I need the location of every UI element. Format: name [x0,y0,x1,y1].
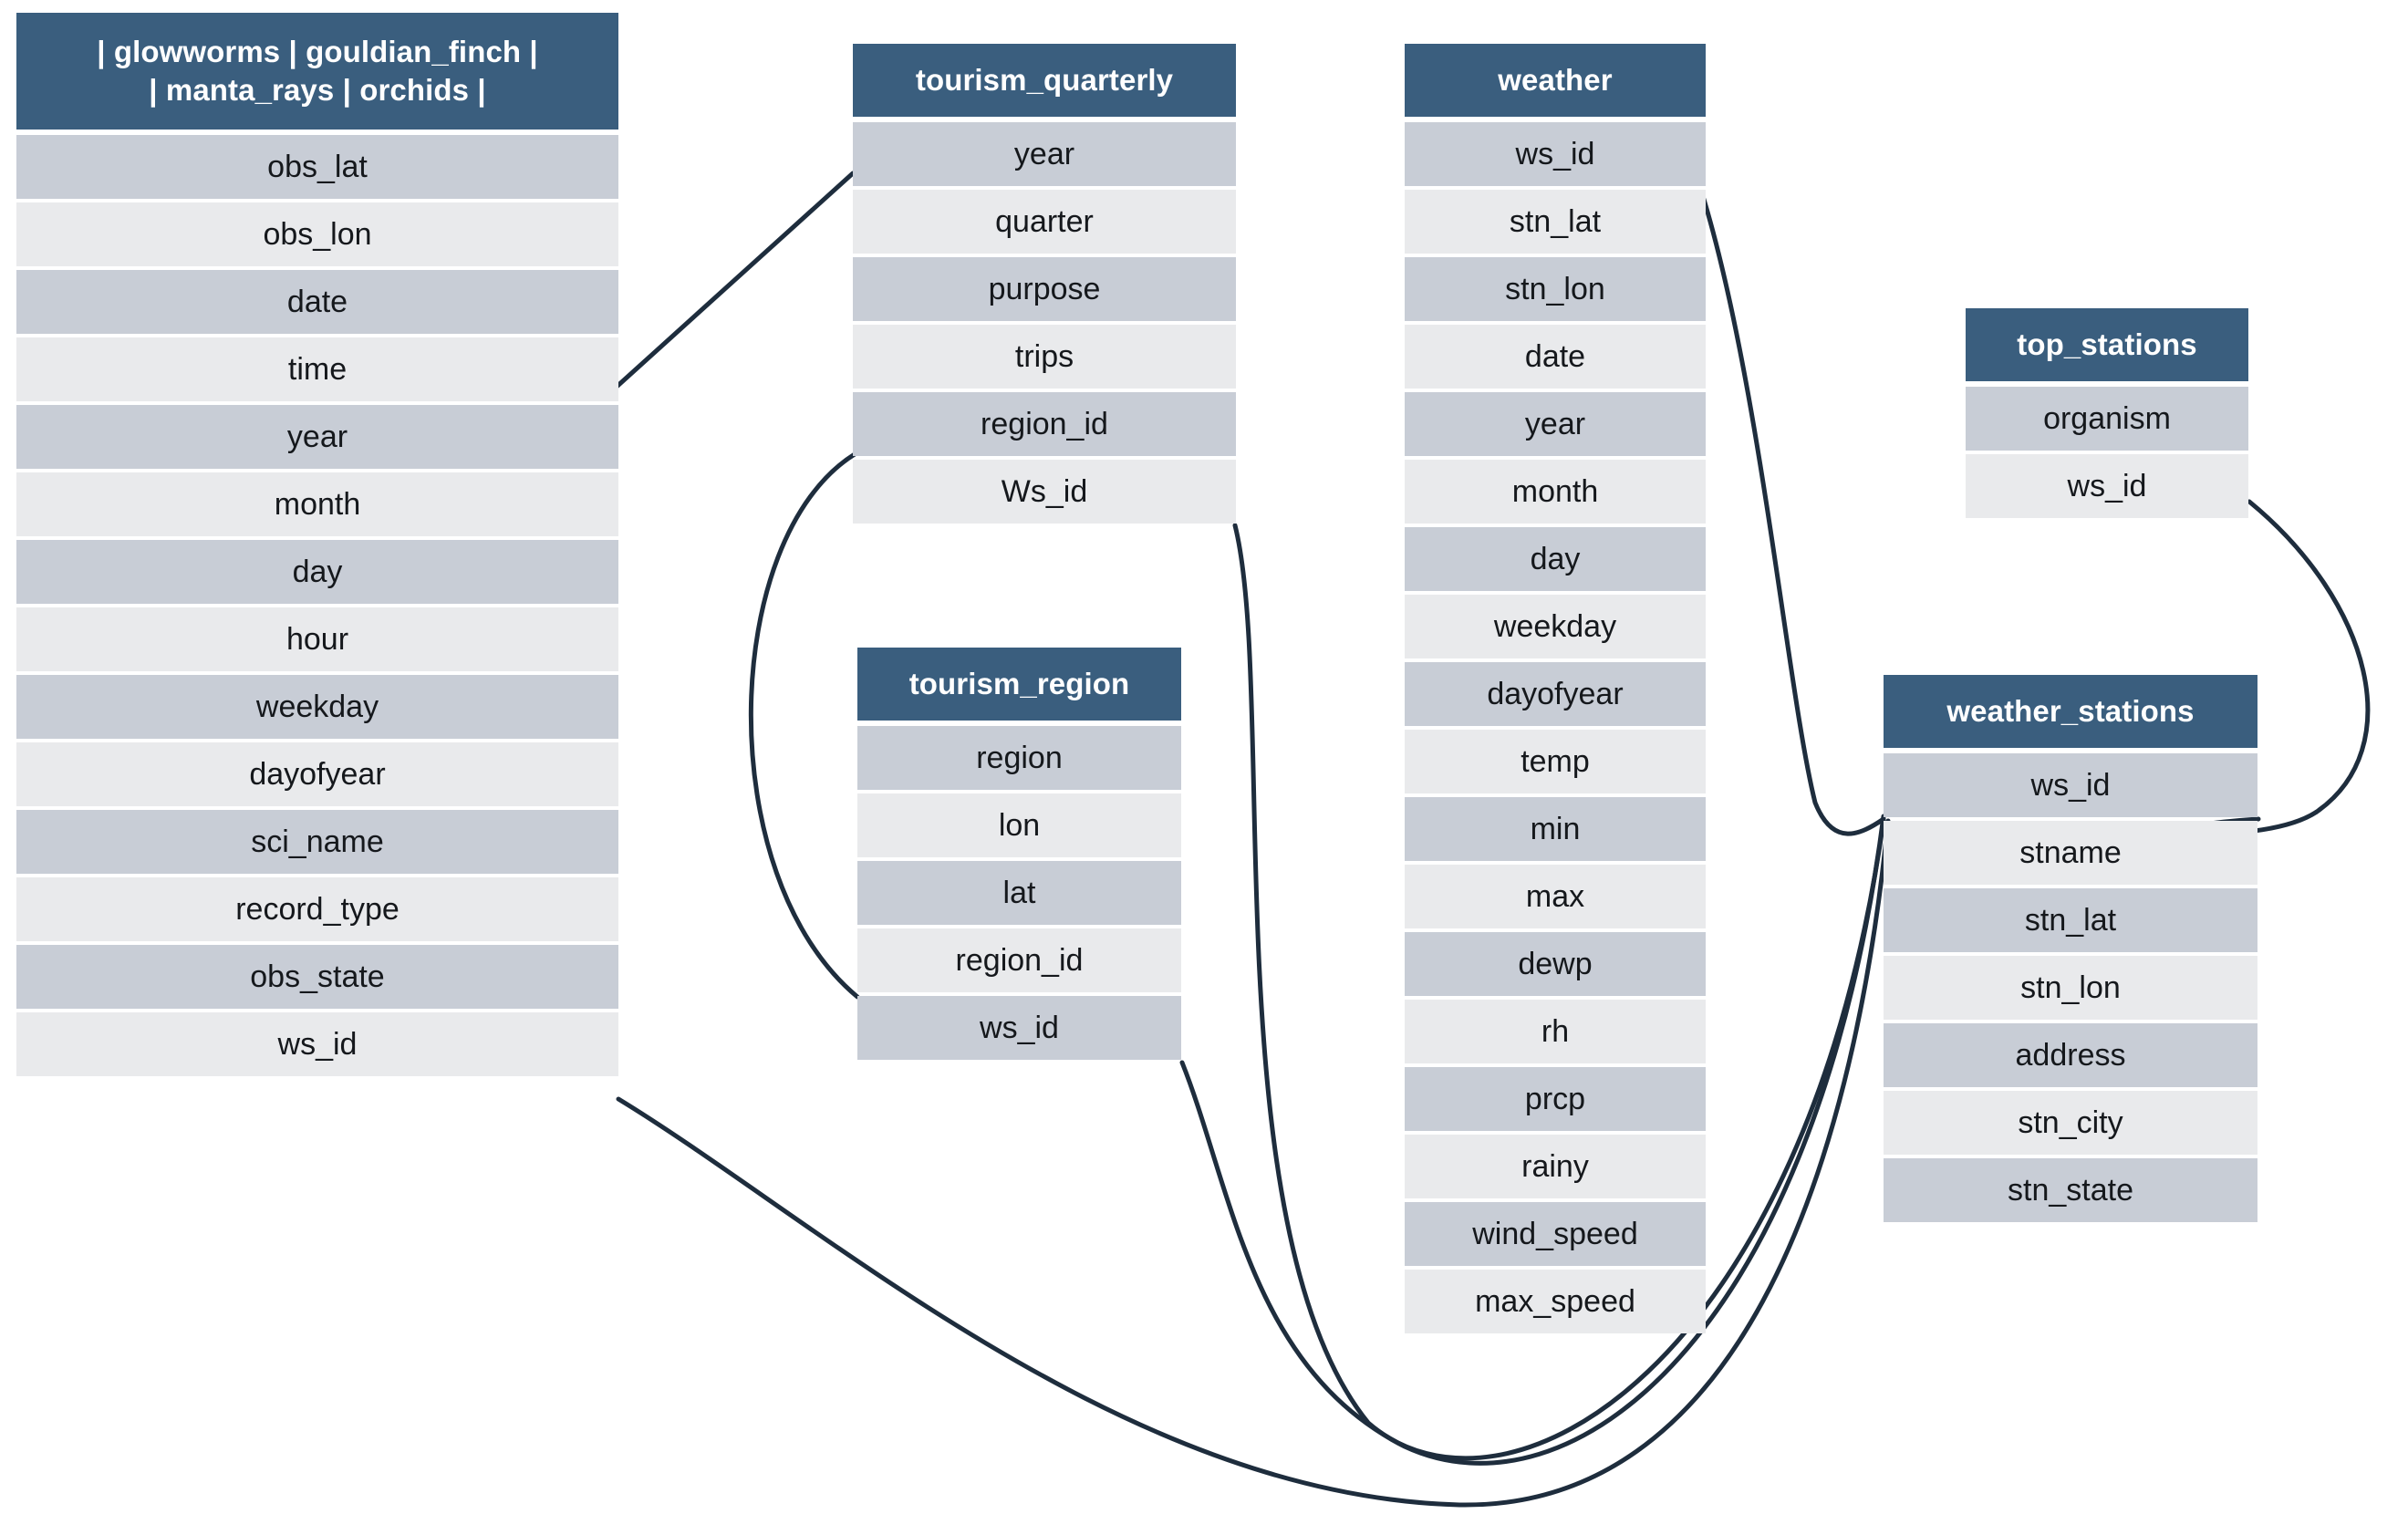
field-row[interactable]: stn_lon [1884,956,2258,1020]
field-row[interactable]: stn_lat [1405,190,1706,254]
field-row[interactable]: dayofyear [16,742,618,806]
field-row[interactable]: ws_id [857,996,1181,1060]
field-row[interactable]: purpose [853,257,1236,321]
field-row[interactable]: year [16,405,618,469]
field-row[interactable]: obs_lon [16,202,618,266]
field-row[interactable]: Ws_id [853,460,1236,524]
field-row[interactable]: stn_lon [1405,257,1706,321]
field-row[interactable]: year [853,122,1236,186]
field-row[interactable]: date [1405,325,1706,389]
field-row[interactable]: min [1405,797,1706,861]
entity-observations-fields: obs_lat obs_lon date time year month day… [16,135,618,1076]
field-row[interactable]: ws_id [1405,122,1706,186]
field-row[interactable]: dewp [1405,932,1706,996]
entity-top-stations-title: top_stations [1966,308,2248,381]
entity-weather-stations-fields: ws_id stname stn_lat stn_lon address stn… [1884,753,2258,1222]
field-row[interactable]: obs_state [16,945,618,1009]
field-row[interactable]: date [16,270,618,334]
entity-tourism-quarterly-fields: year quarter purpose trips region_id Ws_… [853,122,1236,524]
field-row[interactable]: month [1405,460,1706,524]
field-row[interactable]: sci_name [16,810,618,874]
field-row[interactable]: region_id [857,928,1181,992]
field-row[interactable]: ws_id [1966,454,2248,518]
field-row[interactable]: stn_lat [1884,888,2258,952]
field-row[interactable]: weekday [16,675,618,739]
field-row[interactable]: max_speed [1405,1270,1706,1333]
field-row[interactable]: rainy [1405,1135,1706,1198]
field-row[interactable]: month [16,472,618,536]
link-tourism_quarterly-region_id-to-tourism_region-region_id [748,451,860,1000]
entity-tourism-region-title: tourism_region [857,648,1181,721]
field-row[interactable]: address [1884,1023,2258,1087]
entity-top-stations-fields: organism ws_id [1966,387,2248,518]
entity-weather-stations-title: weather_stations [1884,675,2258,748]
entity-observations[interactable]: | glowworms | gouldian_finch | | manta_r… [16,13,618,1080]
link-weather-ws_id-to-weather_stations-ws_id [1699,191,1886,836]
field-row[interactable]: day [16,540,618,604]
link-observations-time-to-tourism_quarterly-year [614,171,856,389]
field-row[interactable]: weekday [1405,595,1706,658]
field-row[interactable]: day [1405,527,1706,591]
field-row[interactable]: lat [857,861,1181,925]
field-row[interactable]: stn_state [1884,1158,2258,1222]
field-row[interactable]: year [1405,392,1706,456]
field-row[interactable]: trips [853,325,1236,389]
field-row[interactable]: organism [1966,387,2248,451]
field-row[interactable]: temp [1405,730,1706,793]
entity-tourism-region-fields: region lon lat region_id ws_id [857,726,1181,1060]
entity-tourism-quarterly-title: tourism_quarterly [853,44,1236,117]
field-row[interactable]: stname [1884,821,2258,885]
field-row[interactable]: region [857,726,1181,790]
entity-observations-title: | glowworms | gouldian_finch | | manta_r… [16,13,618,130]
entity-tourism-region[interactable]: tourism_region region lon lat region_id … [857,648,1181,1063]
entity-weather-stations[interactable]: weather_stations ws_id stname stn_lat st… [1884,675,2258,1226]
field-row[interactable]: lon [857,793,1181,857]
entity-top-stations[interactable]: top_stations organism ws_id [1966,308,2248,522]
field-row[interactable]: dayofyear [1405,662,1706,726]
field-row[interactable]: obs_lat [16,135,618,199]
entity-tourism-quarterly[interactable]: tourism_quarterly year quarter purpose t… [853,44,1236,527]
field-row[interactable]: hour [16,607,618,671]
field-row[interactable]: wind_speed [1405,1202,1706,1266]
field-row[interactable]: rh [1405,1000,1706,1063]
field-row[interactable]: region_id [853,392,1236,456]
field-row[interactable]: stn_city [1884,1091,2258,1155]
entity-weather-title: weather [1405,44,1706,117]
field-row[interactable]: ws_id [16,1012,618,1076]
entity-weather[interactable]: weather ws_id stn_lat stn_lon date year … [1405,44,1706,1337]
field-row[interactable]: ws_id [1884,753,2258,817]
field-row[interactable]: prcp [1405,1067,1706,1131]
field-row[interactable]: record_type [16,877,618,941]
field-row[interactable]: time [16,337,618,401]
entity-weather-fields: ws_id stn_lat stn_lon date year month da… [1405,122,1706,1333]
entity-observations-title-line-1: | glowworms | gouldian_finch | [97,34,538,68]
entity-observations-title-line-2: | manta_rays | orchids | [149,73,486,107]
field-row[interactable]: max [1405,865,1706,928]
field-row[interactable]: quarter [853,190,1236,254]
